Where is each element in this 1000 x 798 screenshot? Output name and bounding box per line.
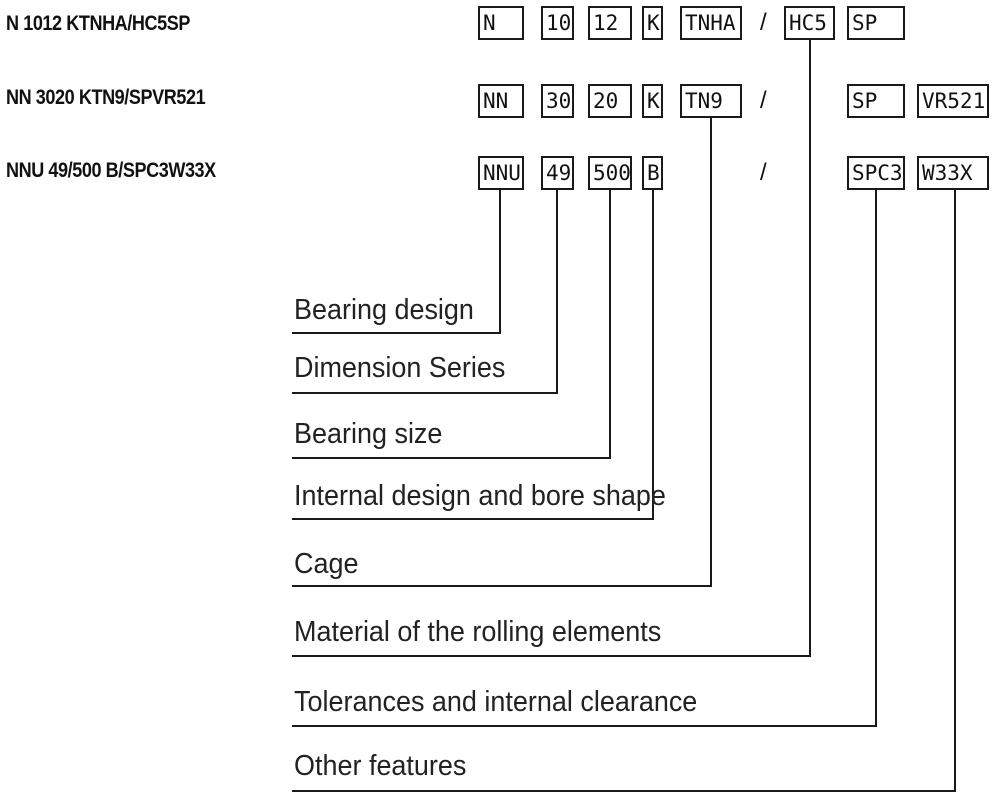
code-box-cage: TN9 [680, 84, 742, 118]
caption-internal-design: Internal design and bore shape [294, 480, 666, 512]
code-box-bearing-design: N [478, 6, 524, 40]
code-box-internal-design: B [642, 156, 663, 190]
designation-2: NN 3020 KTN9/SPVR521 [6, 86, 206, 109]
code-box-tolerances: SPC3 [847, 156, 905, 190]
code-box-tolerances: SP [847, 6, 905, 40]
code-box-material: HC5 [784, 6, 835, 40]
code-box-cage: TNHA [680, 6, 742, 40]
caption-dimension-series: Dimension Series [294, 352, 506, 384]
designation-1: N 1012 KTNHA/HC5SP [6, 12, 190, 35]
caption-bearing-size: Bearing size [294, 418, 443, 450]
leader-other-features [292, 190, 956, 792]
leader-cage [292, 118, 712, 587]
caption-cage: Cage [294, 548, 359, 580]
code-box-bearing-design: NNU [478, 156, 524, 190]
code-box-tolerances: SP [847, 84, 905, 118]
designation-3: NNU 49/500 B/SPC3W33X [6, 159, 216, 182]
code-box-internal-design: K [642, 6, 663, 40]
code-box-dimension-series: 30 [541, 84, 574, 118]
code-box-internal-design: K [642, 84, 663, 118]
leader-material [292, 40, 811, 657]
caption-bearing-design: Bearing design [294, 294, 474, 326]
leader-bearing-design [292, 190, 501, 334]
caption-material: Material of the rolling elements [294, 616, 662, 648]
leader-internal-design [292, 190, 654, 520]
code-box-dimension-series: 49 [541, 156, 574, 190]
code-box-bearing-size: 12 [588, 6, 632, 40]
code-box-dimension-series: 10 [541, 6, 574, 40]
separator-slash: / [760, 87, 767, 114]
code-box-other: W33X [917, 156, 989, 190]
leader-tolerances [292, 190, 877, 727]
code-box-other: VR521 [917, 84, 989, 118]
code-box-bearing-design: NN [478, 84, 524, 118]
leader-bearing-size [292, 190, 611, 459]
caption-tolerances: Tolerances and internal clearance [294, 686, 698, 718]
leader-dimension-series [292, 190, 558, 394]
code-box-bearing-size: 20 [588, 84, 632, 118]
caption-other-features: Other features [294, 750, 467, 782]
separator-slash: / [760, 9, 767, 36]
code-box-bearing-size: 500 [588, 156, 632, 190]
separator-slash: / [760, 159, 767, 186]
